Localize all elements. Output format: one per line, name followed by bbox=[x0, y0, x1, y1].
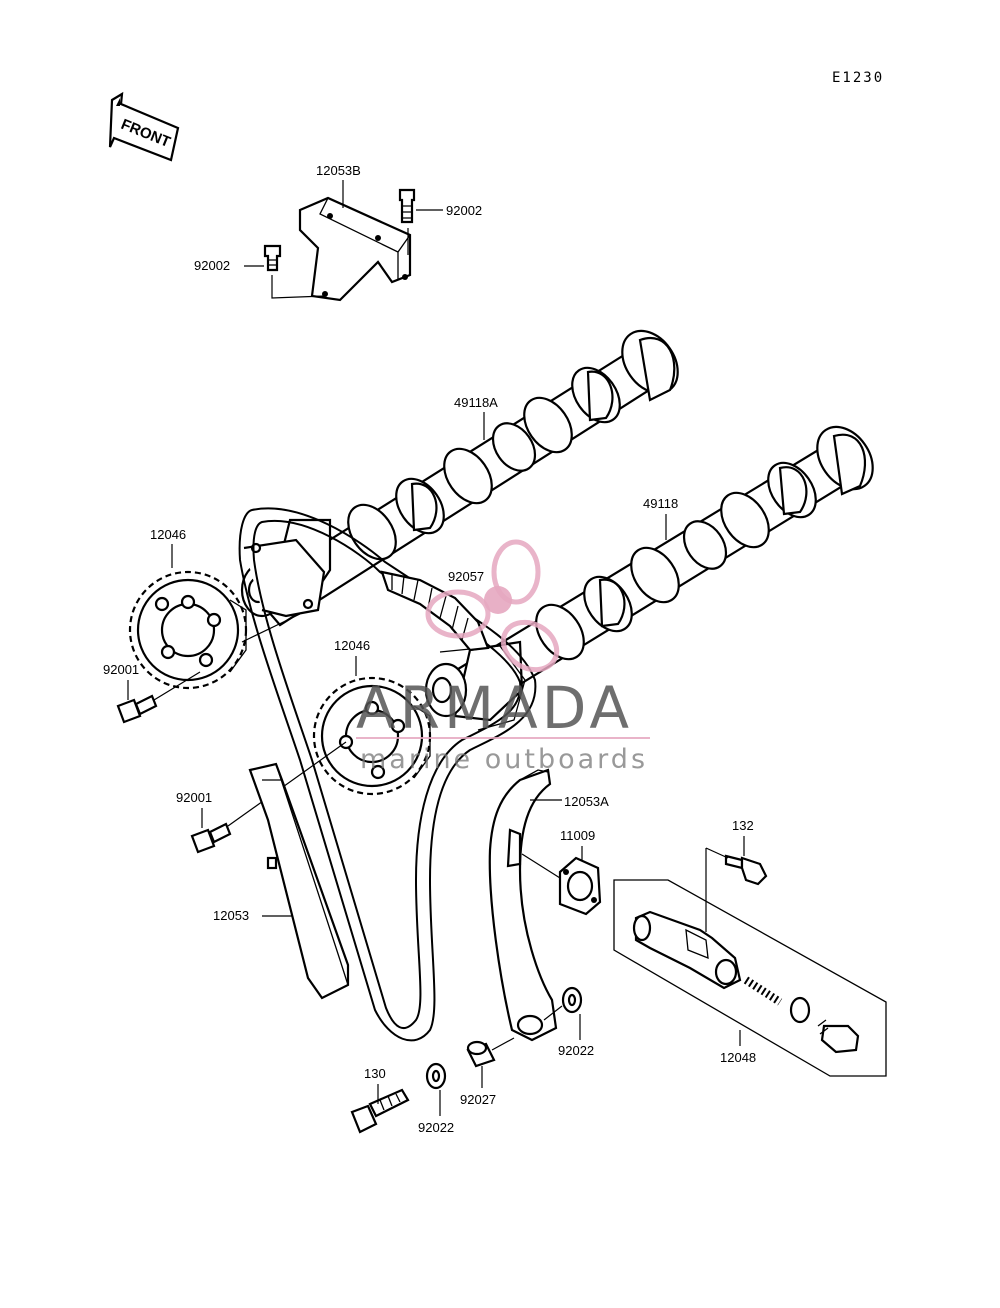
bolt-icon bbox=[116, 694, 158, 724]
front-arrow-icon: FRONT bbox=[108, 91, 180, 162]
part-label-92001-upper: 92001 bbox=[103, 662, 139, 677]
camshaft-lower-drawing bbox=[424, 425, 874, 731]
part-label-12053a: 12053A bbox=[564, 794, 609, 809]
part-label-12046-lower: 12046 bbox=[334, 638, 370, 653]
part-label-12048: 12048 bbox=[720, 1050, 756, 1065]
watermark-title: ARMADA bbox=[356, 674, 633, 742]
leader-line bbox=[153, 671, 201, 701]
part-label-49118a: 49118A bbox=[454, 395, 498, 410]
bolt-icon bbox=[724, 854, 768, 886]
part-label-92002-left: 92002 bbox=[194, 258, 230, 273]
part-label-92022-right: 92022 bbox=[558, 1043, 594, 1058]
chain-guide-front-drawing bbox=[248, 762, 350, 1000]
upper-bracket-drawing bbox=[298, 196, 412, 302]
chain-guide-rear-drawing bbox=[488, 768, 558, 1042]
part-label-12053b: 12053B bbox=[316, 163, 361, 178]
part-label-49118: 49118 bbox=[643, 496, 678, 511]
leader-line bbox=[241, 613, 301, 643]
armada-logo: ARMADA marine outboards bbox=[356, 539, 650, 775]
washer-icon bbox=[561, 986, 583, 1014]
chain-segment-drawing bbox=[380, 570, 490, 652]
watermark-subtitle: marine outboards bbox=[360, 744, 648, 775]
part-label-92022-left: 92022 bbox=[418, 1120, 454, 1135]
part-label-130: 130 bbox=[364, 1066, 386, 1081]
sprocket-lower-drawing bbox=[312, 676, 432, 796]
leader-line bbox=[705, 847, 729, 859]
part-label-92057: 92057 bbox=[448, 569, 484, 584]
part-label-12046-upper: 12046 bbox=[150, 527, 186, 542]
washer-icon bbox=[425, 1062, 447, 1090]
collar-icon bbox=[466, 1040, 496, 1068]
part-label-92001-lower: 92001 bbox=[176, 790, 212, 805]
bolt-icon bbox=[263, 244, 282, 272]
part-label-12053: 12053 bbox=[213, 908, 249, 923]
sprocket-upper-drawing bbox=[128, 570, 248, 690]
leader-line bbox=[227, 741, 347, 827]
leader-line bbox=[521, 853, 561, 879]
part-label-132: 132 bbox=[732, 818, 754, 833]
diagram-code: E1230 bbox=[832, 70, 884, 86]
part-label-92027: 92027 bbox=[460, 1092, 496, 1107]
bolt-icon bbox=[190, 822, 232, 854]
tensioner-assembly-drawing bbox=[613, 879, 887, 1077]
part-label-92002-right: 92002 bbox=[446, 203, 482, 218]
leader-line bbox=[491, 1037, 515, 1051]
bolt-icon bbox=[350, 1088, 410, 1134]
camshaft-upper-drawing bbox=[240, 329, 679, 627]
leader-line bbox=[271, 275, 326, 299]
bolt-icon bbox=[398, 188, 416, 224]
leader-line bbox=[543, 1005, 563, 1021]
part-label-11009: 11009 bbox=[560, 828, 595, 843]
gasket-drawing bbox=[558, 856, 602, 916]
